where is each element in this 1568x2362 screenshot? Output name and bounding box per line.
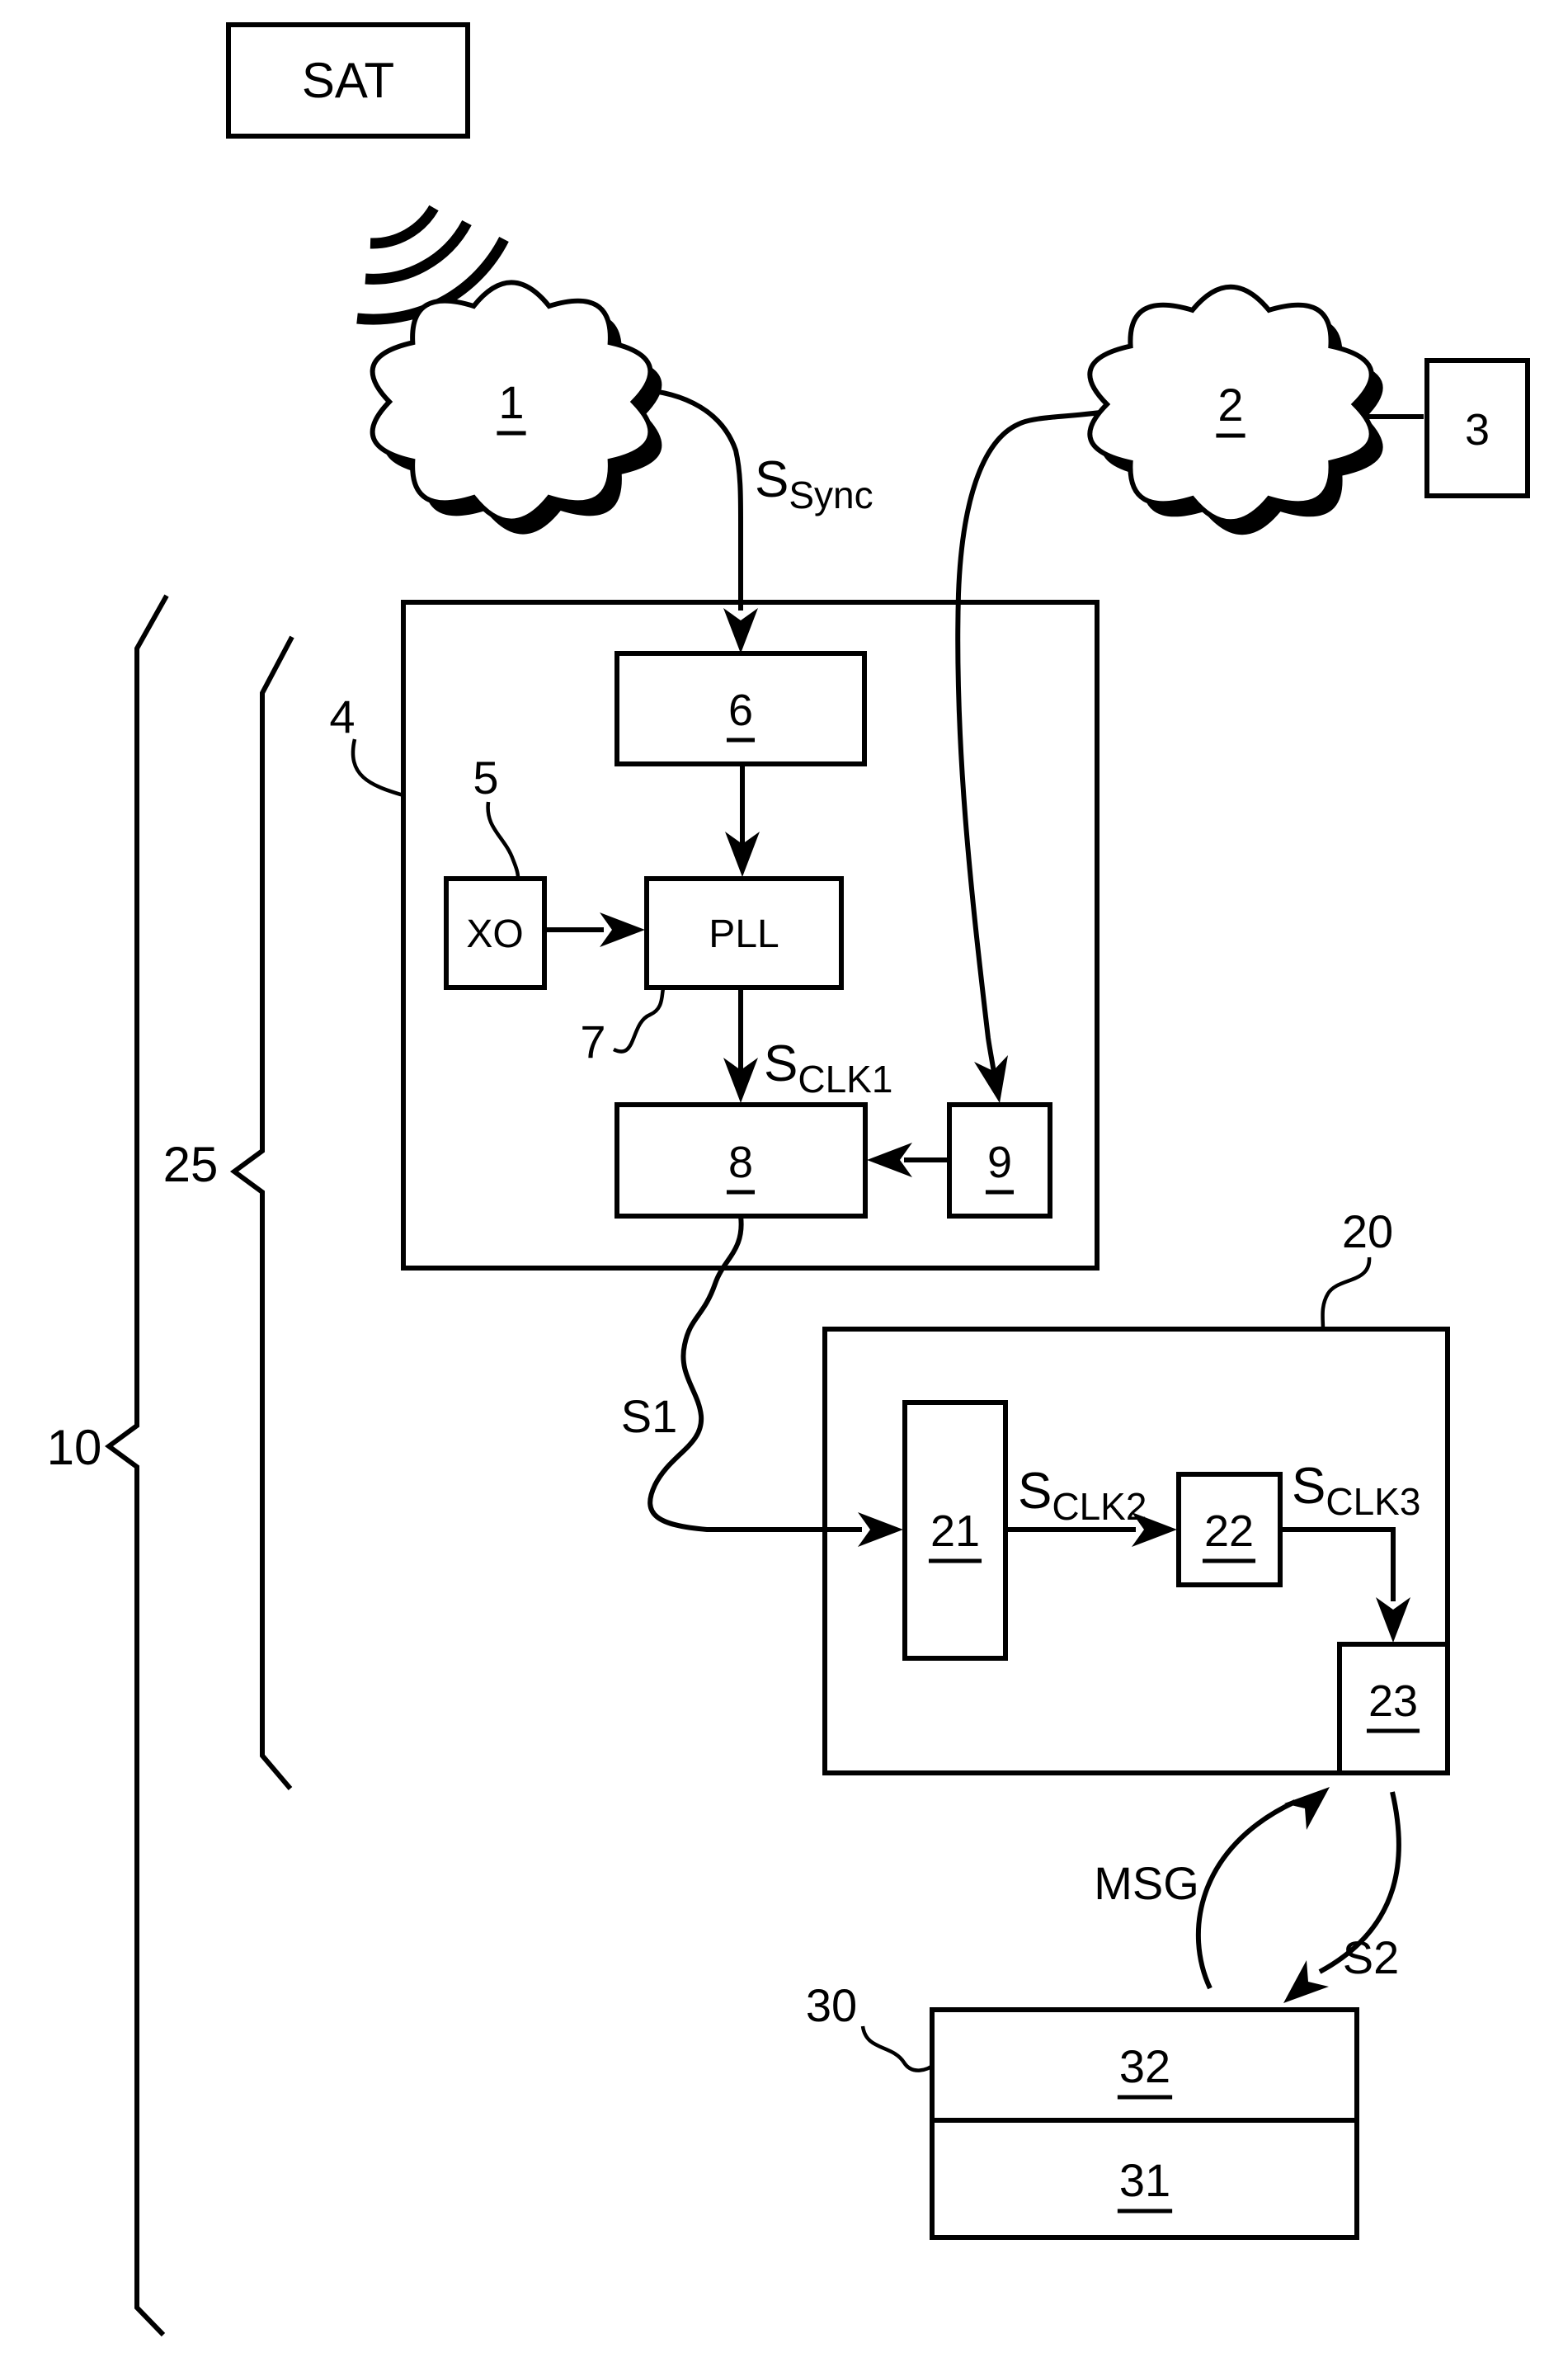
cloud-body bbox=[1087, 284, 1374, 525]
box21-arrowhead-icon bbox=[858, 1512, 903, 1547]
s-clk1-label: SCLK1 bbox=[764, 1035, 892, 1101]
sat-label: SAT bbox=[302, 53, 394, 108]
box-21-label: 21 bbox=[930, 1506, 980, 1556]
brace-10 bbox=[104, 594, 169, 2337]
box-3-label: 3 bbox=[1465, 405, 1490, 455]
ref-20-leader bbox=[1321, 1256, 1372, 1330]
pll-arrowhead-icon bbox=[725, 832, 760, 877]
s1-label: S1 bbox=[621, 1390, 678, 1442]
s-clk2-label: SCLK2 bbox=[1018, 1463, 1147, 1528]
cloud2-to-box9-wire bbox=[955, 408, 1113, 1073]
unit-4-frame bbox=[401, 600, 1099, 1271]
xo-pll-arrowhead-icon bbox=[600, 912, 645, 947]
box-9 bbox=[947, 1102, 1052, 1219]
s1-wavy-wire bbox=[647, 1215, 862, 1532]
msg-curve bbox=[1195, 1799, 1297, 1990]
box-21 bbox=[902, 1400, 1008, 1661]
box-22 bbox=[1176, 1472, 1283, 1587]
xo-label: XO bbox=[466, 912, 523, 956]
cloud-network-2: 2 bbox=[1087, 284, 1383, 535]
cloud-2-label: 2 bbox=[1217, 379, 1243, 431]
box-8-label: 8 bbox=[728, 1138, 753, 1187]
pll-box bbox=[644, 876, 844, 990]
radio-wave-arc-1 bbox=[370, 205, 439, 249]
box8-arrowhead-icon bbox=[723, 1058, 758, 1103]
s2-curve bbox=[1318, 1791, 1401, 1974]
s-sync-arrowhead-icon bbox=[723, 608, 758, 653]
box22-box23-wire bbox=[1280, 1527, 1396, 1601]
box23-arrowhead-icon bbox=[1376, 1597, 1410, 1643]
ref-20: 20 bbox=[1342, 1205, 1393, 1257]
s2-label: S2 bbox=[1343, 1931, 1400, 1983]
box-3 bbox=[1424, 358, 1530, 498]
xo-box bbox=[444, 876, 547, 990]
ref-7: 7 bbox=[580, 1016, 605, 1068]
box-8 bbox=[614, 1102, 868, 1219]
box9-arrowhead-icon bbox=[974, 1055, 1008, 1103]
s-sync-wire bbox=[619, 386, 743, 611]
box-6-label: 6 bbox=[728, 686, 753, 735]
box-32-label: 32 bbox=[1119, 2040, 1170, 2092]
brace-25 bbox=[229, 635, 294, 1790]
box-9-label: 9 bbox=[987, 1138, 1012, 1187]
box-31-label: 31 bbox=[1119, 2154, 1170, 2206]
ref-7-leader bbox=[612, 988, 666, 1054]
ref-10: 10 bbox=[47, 1420, 102, 1475]
ref-25: 25 bbox=[163, 1137, 219, 1192]
ref-4-leader bbox=[351, 738, 404, 798]
box-6 bbox=[614, 651, 867, 766]
ref-5-leader bbox=[486, 801, 520, 879]
msg-label: MSG bbox=[1094, 1857, 1199, 1909]
box22-arrowhead-icon bbox=[1132, 1512, 1177, 1547]
sat-box bbox=[226, 22, 470, 139]
cloud-network-1: 1 bbox=[370, 280, 662, 535]
msg-arrowhead-icon bbox=[1284, 1787, 1330, 1830]
radio-wave-arc-2 bbox=[365, 219, 472, 285]
pll-label: PLL bbox=[709, 912, 779, 956]
box-22-label: 22 bbox=[1204, 1506, 1254, 1556]
s2-arrowhead-icon bbox=[1283, 1960, 1329, 2003]
unit-20-frame bbox=[822, 1327, 1450, 1775]
box-23-label: 23 bbox=[1368, 1676, 1418, 1726]
box-23 bbox=[1337, 1642, 1450, 1775]
ref-5: 5 bbox=[473, 752, 498, 804]
cloud-body bbox=[370, 280, 653, 524]
ref-30-leader bbox=[860, 2025, 934, 2072]
s-sync-label: SSync bbox=[755, 451, 873, 516]
s-clk3-label: SCLK3 bbox=[1292, 1458, 1420, 1523]
box-30 bbox=[930, 2007, 1359, 2240]
ref-30: 30 bbox=[806, 1979, 857, 2031]
ref-4: 4 bbox=[329, 691, 355, 743]
cloud-1-label: 1 bbox=[498, 376, 524, 428]
box9-box8-arrowhead-icon bbox=[867, 1143, 912, 1177]
